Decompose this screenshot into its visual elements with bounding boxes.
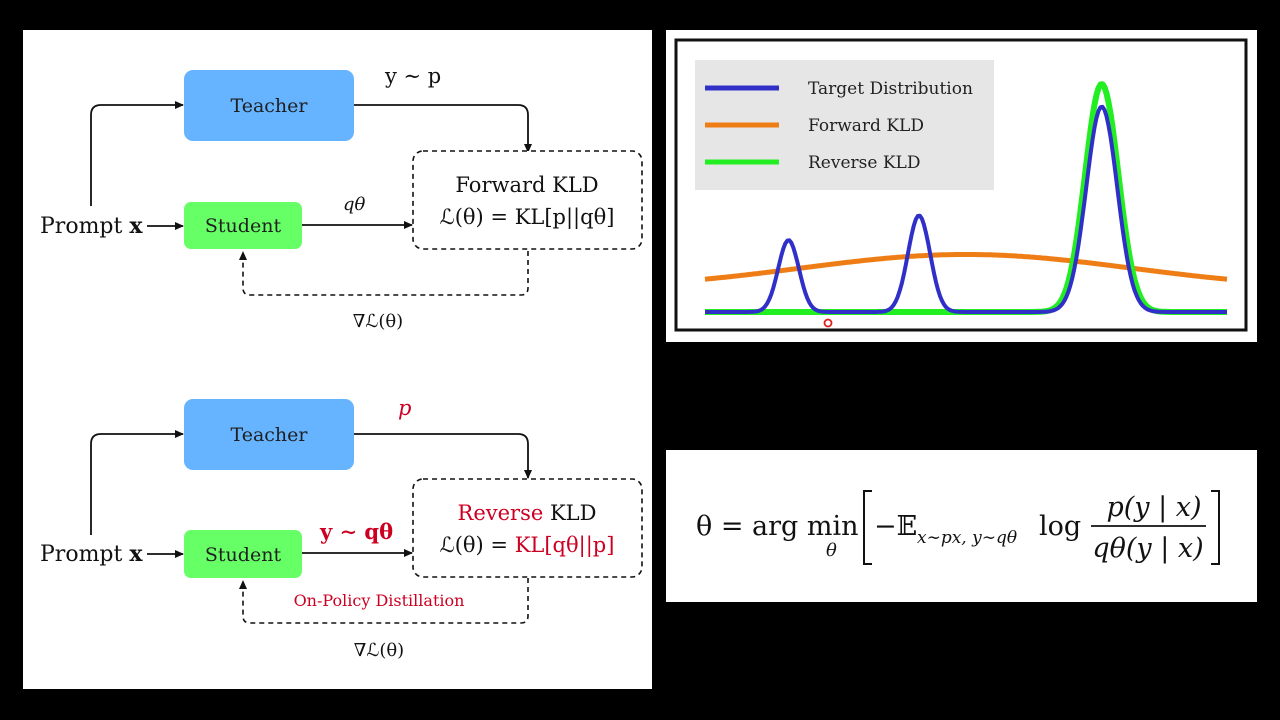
formula-right-bracket	[1211, 490, 1220, 565]
prompt-label-2: Prompt x	[40, 541, 143, 567]
cursor-marker-icon	[823, 318, 833, 328]
series-line-forward-kld	[704, 252, 1228, 282]
teacher-box	[184, 70, 354, 141]
teacher-box-2	[184, 399, 354, 470]
reverse-kld-title: Reverse KLD	[458, 501, 597, 525]
teacher-label: Teacher	[231, 95, 309, 117]
student-label-2: Student	[205, 544, 282, 566]
formula-denominator: qθ(y | x)	[1092, 533, 1203, 564]
reverse-kld-diagram: Teacher Student Prompt x p y ∼ qθ Revers…	[40, 396, 643, 661]
prompt-label: Prompt x	[40, 213, 143, 239]
prompt-to-teacher-arrow-2	[90, 430, 184, 535]
teacher-output-label-2: p	[398, 396, 411, 420]
student-box	[184, 202, 302, 249]
forward-kld-box	[412, 150, 643, 250]
objective-formula: θ = arg min θ −𝔼 x∼px, y∼qθ log p(y | x)…	[696, 490, 1220, 565]
formula-log: log	[1039, 511, 1081, 542]
on-policy-feedback-arrow	[239, 578, 529, 624]
forward-kld-diagram: Teacher Student Prompt x y ∼ p qθ Forwar…	[40, 64, 643, 332]
gradient-feedback-arrow	[239, 251, 529, 296]
teacher-to-loss-arrow	[354, 104, 532, 153]
distillation-diagrams-panel: Teacher Student Prompt x y ∼ p qθ Forwar…	[23, 30, 652, 689]
student-output-label: qθ	[343, 194, 366, 215]
top-gradient-label: ∇ℒ(θ)	[353, 311, 403, 332]
series-line-target-distribution	[705, 104, 1227, 314]
prompt-to-teacher-arrow	[90, 101, 184, 206]
student-box-2	[184, 530, 302, 578]
student-output-label-2: y ∼ qθ	[319, 519, 393, 544]
formula-lhs: θ = arg min	[696, 511, 859, 542]
on-policy-distillation-label: On-Policy Distillation	[294, 591, 465, 610]
teacher-label-2: Teacher	[231, 424, 309, 446]
student-label: Student	[205, 215, 282, 237]
legend-label-0: Target Distribution	[808, 79, 973, 99]
curves-layer	[704, 81, 1228, 315]
formula-expectation: −𝔼	[874, 511, 917, 542]
reverse-kld-box	[412, 478, 643, 578]
forward-kld-loss: ℒ(θ) = KL[p||qθ]	[440, 205, 615, 230]
bottom-gradient-label: ∇ℒ(θ)	[354, 640, 404, 661]
formula-numerator: p(y | x)	[1106, 492, 1201, 523]
teacher-output-label: y ∼ p	[384, 64, 441, 88]
formula-argmin-subscript: θ	[826, 540, 837, 561]
distillation-diagrams-svg: Teacher Student Prompt x y ∼ p qθ Forwar…	[40, 64, 643, 661]
forward-kld-title: Forward KLD	[455, 173, 598, 197]
objective-formula-panel: θ = arg min θ −𝔼 x∼px, y∼qθ log p(y | x)…	[666, 450, 1257, 602]
legend-label-1: Forward KLD	[808, 116, 924, 136]
teacher-to-loss-arrow-2	[354, 433, 532, 479]
formula-left-bracket	[863, 490, 872, 565]
reverse-kld-loss: ℒ(θ) = KL[qθ||p]	[440, 533, 615, 558]
formula-expectation-subscript: x∼px, y∼qθ	[917, 528, 1017, 548]
legend-label-2: Reverse KLD	[808, 153, 920, 173]
